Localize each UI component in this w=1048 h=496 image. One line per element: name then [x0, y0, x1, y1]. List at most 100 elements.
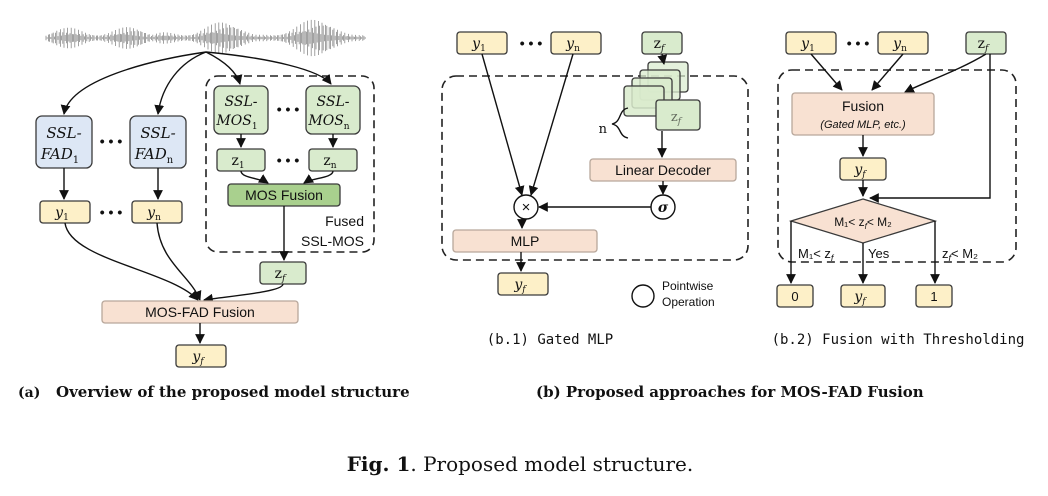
mos-fad-fusion-box: MOS-FAD Fusion	[101, 300, 299, 324]
yn-box-b1: yn	[550, 31, 602, 55]
y1-box-a: y1	[39, 200, 91, 224]
panel-a: SSL- FAD1 • • • SSL- FADn SSL- MOS1 • • …	[35, 19, 375, 368]
y1-box-b1: y1	[456, 31, 508, 55]
n-label: n	[599, 122, 608, 137]
ssl-fad-n-sub: n	[167, 155, 174, 166]
z1-label: z	[231, 153, 238, 169]
out-0-box: 0	[776, 284, 814, 308]
svg-text:y1: y1	[471, 36, 486, 54]
cond-label: M₁< z	[834, 215, 864, 229]
ssl-mos-n-line1: SSL-	[317, 94, 350, 110]
yn-a-sub: n	[155, 213, 161, 223]
svg-text:FADn: FADn	[134, 145, 174, 166]
ssl-mos-1-line2: MOS	[215, 113, 251, 129]
fused-label-2: SSL-MOS	[301, 233, 364, 249]
yn-b1-sub: n	[574, 44, 580, 54]
out-yf-box: yf	[840, 284, 886, 308]
mos-fusion-box: MOS Fusion	[227, 183, 341, 207]
mlp-label: MLP	[511, 233, 540, 249]
out-1-box: 1	[915, 284, 953, 308]
sigma-node: σ	[650, 194, 676, 220]
yf-mid-label: y	[853, 162, 863, 178]
y1-b2-label: y	[800, 36, 810, 52]
svg-text:z1: z1	[231, 153, 244, 171]
yf-b1-sub: f	[521, 285, 527, 295]
zf-b1-label: z	[654, 36, 661, 52]
linear-decoder-box: Linear Decoder	[589, 158, 737, 182]
svg-text:yf: yf	[853, 289, 867, 307]
svg-text:zf: zf	[978, 36, 990, 54]
legend-line1: Pointwise	[662, 279, 714, 293]
ssl-mos-n-line2: MOS	[307, 113, 343, 129]
stacked-zf-cards: zf n	[599, 61, 701, 139]
ssl-mos-n-sub: n	[344, 122, 350, 132]
yn-box-a: yn	[131, 200, 183, 224]
svg-text:zf: zf	[275, 266, 287, 284]
ssl-mos-1-box: SSL- MOS1	[213, 85, 269, 135]
threshold-decision: M₁< zf< M₂	[788, 198, 938, 244]
right-cond-tail: < M₂	[951, 246, 978, 261]
yf-b1-label: y	[513, 277, 523, 293]
fig-caption: . Proposed model structure.	[410, 452, 693, 476]
zf-box-a: zf	[259, 261, 307, 285]
svg-text:MOSn: MOSn	[307, 113, 349, 132]
caption-b-text: (b) Proposed approaches for MOS-FAD Fusi…	[536, 383, 924, 401]
svg-text:Fig. 1. Proposed model structu: Fig. 1. Proposed model structure.	[347, 452, 694, 476]
zf-box-b1: zf	[641, 31, 683, 55]
y1-b1-label: y	[471, 36, 481, 52]
ssl-fad-1-line2: FAD	[40, 145, 73, 163]
dots-fad: • • •	[100, 133, 123, 149]
zf-b2-label: z	[978, 36, 985, 52]
z1-sub: 1	[239, 161, 245, 171]
dots-mos: • • •	[277, 101, 300, 117]
left-cond-sub: f	[831, 253, 835, 263]
out0-label: 0	[791, 289, 798, 304]
mlp-box: MLP	[452, 229, 598, 253]
zf-a-sub: f	[281, 274, 287, 284]
zn-box: zn	[308, 148, 358, 172]
stack-zf-sub: f	[677, 117, 683, 127]
audio-waveform	[45, 19, 366, 57]
yf-a-sub: f	[199, 357, 205, 367]
dots-y-b1: • • •	[520, 35, 543, 51]
dots-z: • • •	[277, 152, 300, 168]
fig-label: Fig. 1	[347, 452, 411, 476]
multiply-node: ×	[513, 194, 539, 220]
legend-line2: Operation	[662, 295, 715, 309]
ssl-mos-n-box: SSL- MOSn	[305, 85, 361, 135]
waveform-path	[45, 19, 366, 57]
ssl-fad-1-box: SSL- FAD1	[35, 115, 93, 169]
yn-b1-label: y	[565, 36, 575, 52]
y1-b1-sub: 1	[480, 44, 486, 54]
svg-text:y1: y1	[800, 36, 815, 54]
y1-a-label: y	[54, 205, 64, 221]
right-cond-label: z	[942, 246, 949, 261]
zn-sub: n	[331, 161, 337, 171]
z1-box: z1	[216, 148, 266, 172]
panel-b1: y1 • • • yn zf zf n Linear Decoder	[441, 31, 749, 309]
sigma-label: σ	[658, 200, 669, 216]
zf-box-b2: zf	[965, 31, 1007, 55]
svg-text:yn: yn	[565, 36, 580, 54]
ssl-mos-1-line1: SSL-	[225, 94, 258, 110]
cond-sub: f	[865, 222, 868, 231]
left-cond-label: M₁< z	[798, 246, 831, 261]
yn-box-b2: yn	[877, 31, 929, 55]
svg-text:yf: yf	[853, 162, 867, 180]
ssl-mos-1-sub: 1	[252, 122, 258, 132]
yf-box-b1: yf	[497, 272, 549, 296]
svg-text:MOS1: MOS1	[215, 113, 257, 132]
svg-text:FAD1: FAD1	[40, 145, 79, 166]
waveform-arrows	[60, 51, 332, 115]
yf-box-a: yf	[175, 344, 227, 368]
y1-a-sub: 1	[63, 213, 69, 223]
fused-label-1: Fused	[325, 213, 364, 229]
caption-a-text: Overview of the proposed model structure	[56, 383, 410, 401]
legend-circle	[631, 284, 655, 308]
pointwise-legend: Pointwise Operation	[631, 279, 715, 309]
mos-fusion-label: MOS Fusion	[245, 187, 323, 203]
ssl-fad-n-line1: SSL-	[140, 124, 175, 142]
ssl-fad-1-line1: SSL-	[46, 124, 81, 142]
yn-a-label: y	[146, 205, 156, 221]
